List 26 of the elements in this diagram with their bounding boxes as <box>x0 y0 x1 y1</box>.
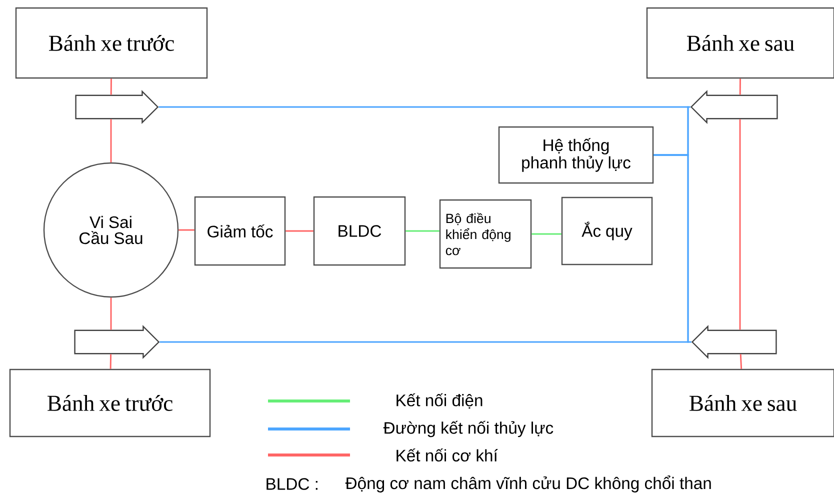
brake-system-box: Hệ thống phanh thủy lực <box>498 126 654 184</box>
legend-label: Đường kết nối thủy lực <box>383 420 554 438</box>
connector-line <box>110 298 112 330</box>
note-text: Động cơ nam châm vĩnh cửu DC không chổi than <box>345 476 711 492</box>
connector-line <box>110 354 112 369</box>
connector-line <box>532 233 562 235</box>
gearbox-box: Giảm tốc <box>194 196 286 266</box>
motor-box: BLDC <box>313 196 406 266</box>
connector-line <box>654 154 692 343</box>
controller-box: Bộ điều khiển động cơ <box>439 199 532 269</box>
connector-line <box>740 354 742 369</box>
connector-line <box>286 230 314 232</box>
connector-line <box>110 119 112 162</box>
connector-line <box>178 229 194 231</box>
legend-label: Kết nối cơ khí <box>396 448 498 462</box>
battery-box: Ắc quy <box>561 196 653 266</box>
connector-line <box>406 230 440 232</box>
wheel-box: Bánh xe trước <box>9 368 211 438</box>
legend-label: Kết nối điện <box>396 393 482 409</box>
wheel-box: Bánh xe sau <box>646 7 834 79</box>
connector-line <box>110 78 112 95</box>
connector-line <box>739 78 741 95</box>
wheel-box: Bánh xe trước <box>15 7 208 79</box>
note-text: BLDC : <box>266 478 318 490</box>
wheel-box: Bánh xe sau <box>651 368 834 438</box>
connector-line <box>739 119 741 330</box>
